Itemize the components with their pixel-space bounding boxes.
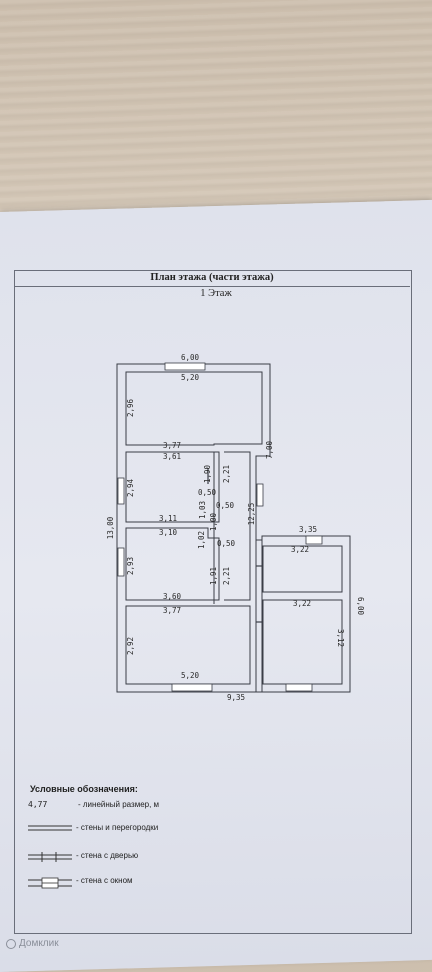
legend-title: Условные обозначения: <box>30 784 138 794</box>
dim-room1-height: 2,96 <box>126 398 135 417</box>
dim-room3-right-a: 1,02 <box>197 531 206 549</box>
inner-wall-room2 <box>125 451 220 523</box>
dim-room3-right-c: 1,91 <box>209 567 218 585</box>
document-frame <box>14 270 412 934</box>
dim-top-outer: 6,00 <box>181 353 200 362</box>
dim-annex-top: 3,35 <box>299 525 317 534</box>
dim-bottom-total: 9,35 <box>227 693 245 702</box>
dim-room3-right-d: 2,21 <box>222 567 231 585</box>
middle-wall <box>255 456 263 692</box>
dim-room3-bottom: 3,60 <box>163 592 182 601</box>
watermark: Домклик <box>6 938 59 949</box>
dim-room2-bottom: 3,11 <box>159 514 177 523</box>
document-title: План этажа (части этажа) <box>150 272 274 283</box>
dim-annex-right: 6,00 <box>356 597 365 616</box>
dim-left-total: 13,00 <box>106 516 115 539</box>
dim-corridor-w2: 0,50 <box>216 501 235 510</box>
dim-corridor-h1: 1,03 <box>198 501 207 519</box>
dim-corridor-h2: 1,00 <box>209 512 218 531</box>
dim-room2-top: 3,61 <box>163 452 181 461</box>
legend-row-walls: - стены и перегородки <box>28 823 158 832</box>
title-row: План этажа (части этажа) <box>14 270 410 287</box>
dim-room3-height: 2,93 <box>126 557 135 575</box>
dim-corridor-w1: 0,50 <box>198 488 217 497</box>
dim-right-upper: 7,00 <box>265 440 274 459</box>
dim-room4-height: 2,92 <box>126 637 135 655</box>
domclick-logo-icon <box>6 938 16 949</box>
legend-wall-window: - стена с окном <box>76 876 133 885</box>
dim-room2-height: 2,94 <box>126 478 135 497</box>
dim-room2-right-a: 1,90 <box>203 464 212 483</box>
window-bottom-right <box>285 683 313 692</box>
wall-symbol-icon <box>28 824 72 832</box>
dim-top-inner: 5,20 <box>181 373 200 382</box>
dim-annex-room1: 3,22 <box>291 545 309 554</box>
window-bottom-left <box>171 683 213 692</box>
dim-room3-top: 3,10 <box>159 528 178 537</box>
legend-row-window: - стена с окном <box>28 876 133 888</box>
dim-room4-top: 3,77 <box>163 606 181 615</box>
inner-wall-room4 <box>125 605 251 685</box>
dim-room1-bottom: 3,77 <box>163 441 181 450</box>
legend-walls: - стены и перегородки <box>76 823 159 832</box>
window-annex-top <box>305 535 323 545</box>
window-middle <box>256 483 264 507</box>
dim-room3-right-b: 0,50 <box>217 539 236 548</box>
inner-wall-room3 <box>125 527 220 601</box>
window-left-room3 <box>117 547 125 577</box>
table-surface <box>0 0 432 230</box>
dim-annex-right-inner: 3,12 <box>336 629 345 647</box>
dim-room2-right-b: 2,21 <box>222 465 231 483</box>
dim-middle-total: 12,25 <box>247 503 256 526</box>
floor-label: 1 Этаж <box>200 288 232 299</box>
legend-row-door: - стена с дверью <box>28 851 139 862</box>
inner-wall-annex1 <box>262 545 343 593</box>
watermark-text: Домклик <box>19 938 59 949</box>
window-left-room2 <box>117 477 125 505</box>
window-top <box>164 362 206 371</box>
inner-wall-corridor <box>224 451 251 601</box>
legend-sample-value: 4,77 <box>28 800 48 809</box>
legend-wall-door: - стена с дверью <box>76 851 139 860</box>
dim-room4-bottom: 5,20 <box>181 671 200 680</box>
dim-annex-room2: 3,22 <box>293 599 311 608</box>
inner-wall-annex2 <box>262 599 343 685</box>
legend-linear-size: - линейный размер, м <box>78 800 160 809</box>
window-symbol-icon <box>28 877 72 888</box>
legend-row-size: 4,77 - линейный размер, м <box>28 800 159 809</box>
door-symbol-icon <box>28 851 72 862</box>
inner-wall-room1 <box>125 371 263 446</box>
